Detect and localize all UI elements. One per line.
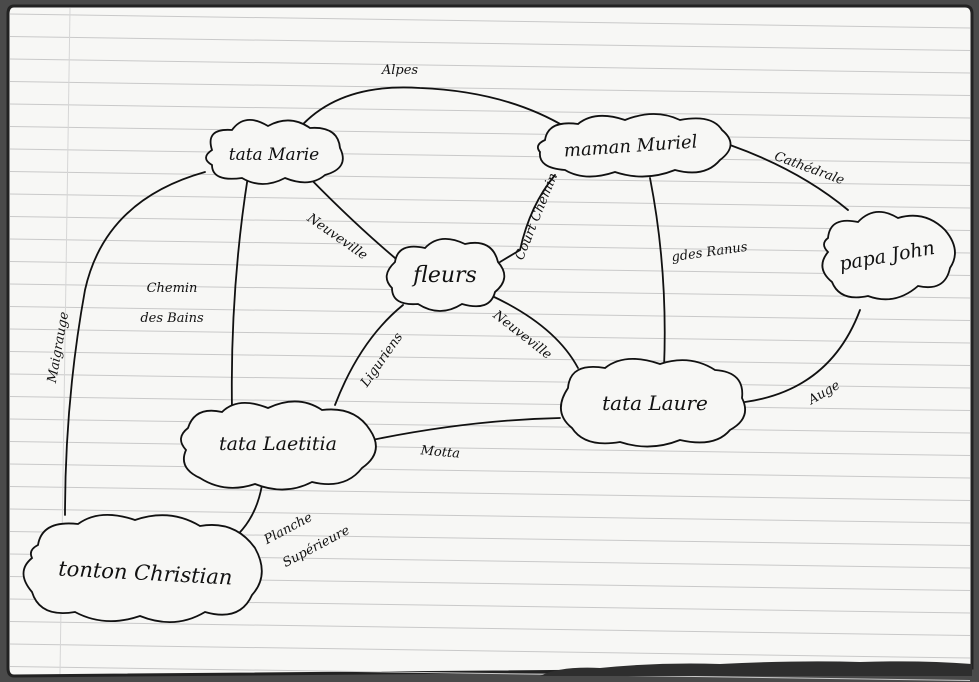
node-tata-laetitia: tata Laetitia: [219, 433, 337, 455]
ruled-line: [9, 621, 971, 636]
ruled-line: [9, 351, 971, 366]
cloud-fleurs: [385, 238, 506, 312]
ruled-line: [9, 396, 971, 411]
cloud-tata-marie: [205, 119, 344, 185]
ruled-line: [9, 238, 971, 254]
node-tata-laure: tata Laure: [602, 391, 708, 415]
label-chemin-des-bains-2: des Bains: [140, 311, 204, 326]
node-tata-marie: tata Marie: [229, 145, 320, 165]
cloud-tonton-christian: [22, 514, 263, 624]
torn-edge: [540, 661, 972, 676]
ruled-line: [9, 58, 971, 74]
ruled-line: [9, 508, 971, 524]
ruled-line: [9, 193, 971, 209]
ruled-line: [9, 666, 971, 681]
cloud-papa-john: [821, 211, 956, 301]
edge-chemin-des-bains: [230, 175, 249, 411]
ruled-line: [9, 643, 971, 659]
cloud-maman-muriel: [536, 113, 732, 178]
ruled-line: [9, 148, 971, 164]
edge-auge: [744, 309, 861, 403]
ruled-line: [9, 81, 971, 96]
edge-cathedrale: [729, 144, 849, 211]
ruled-line: [9, 36, 971, 51]
ruled-line: [9, 328, 971, 344]
label-chemin-des-bains-1: Chemin: [147, 281, 198, 296]
ruled-line: [9, 126, 971, 141]
ruled-line: [9, 13, 971, 29]
edge-motta: [371, 417, 561, 441]
edge-gdes-ranus: [649, 177, 666, 369]
label-motta: Motta: [419, 443, 460, 461]
edge-neuveville-2: [489, 294, 579, 369]
ruled-line: [9, 306, 971, 321]
edge-court-chemin: [499, 174, 556, 263]
label-alpes: Alpes: [381, 63, 419, 78]
cloud-tata-laetitia: [180, 400, 377, 491]
ruled-line: [9, 373, 971, 389]
ruled-line: [9, 216, 971, 231]
ruled-line: [9, 486, 971, 501]
cloud-tata-laure: [560, 358, 746, 448]
edge-maigrauge: [64, 171, 206, 516]
ruled-line: [9, 441, 971, 456]
ruled-line: [9, 418, 971, 434]
edge-liguriens: [334, 304, 404, 406]
ruled-line: [9, 463, 971, 479]
ruled-line: [9, 103, 971, 119]
node-fleurs: fleurs: [411, 263, 477, 288]
edge-alpes: [289, 86, 586, 141]
